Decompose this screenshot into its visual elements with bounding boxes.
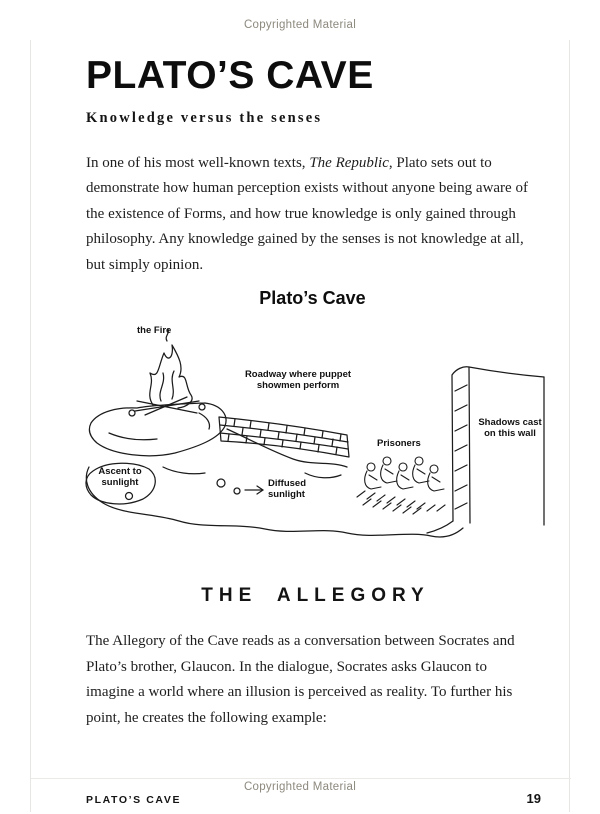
diffused-label: Diffused sunlight	[268, 478, 306, 501]
intro-book-title: The Republic	[309, 154, 389, 171]
prisoners-label: Prisoners	[377, 438, 421, 450]
rock-ledge	[88, 402, 227, 457]
copyright-notice-top: Copyrighted Material	[243, 19, 357, 31]
diffused-arrow-icon	[244, 485, 264, 496]
prisoners-figures	[356, 456, 446, 515]
right-wall	[426, 366, 545, 535]
shadows-label: Shadows cast on this wall	[478, 417, 542, 440]
intro-text-2: , Plato sets out to demonstrate how huma…	[86, 154, 528, 273]
book-page: PLATO’S CAVE Knowledge versus the senses…	[30, 40, 571, 812]
intro-text-1: In one of his most well-known texts,	[86, 154, 310, 171]
roadway-wall	[218, 416, 350, 459]
cave-floor	[85, 428, 464, 539]
running-title: PLATO’S CAVE	[86, 794, 182, 806]
allegory-paragraph: The Allegory of the Cave reads as a conv…	[86, 633, 515, 726]
page-footer: PLATO’S CAVE 19	[86, 791, 541, 806]
copyright-notice-bottom: Copyrighted Material	[243, 781, 357, 793]
ascent-label: Ascent to sunlight	[98, 466, 142, 489]
section-heading-allegory: THE ALLEGORY	[201, 585, 430, 607]
intro-paragraph: In one of his most well-known texts, The…	[86, 151, 539, 279]
cave-figure: the Fire Roadway where puppet showmen pe…	[79, 321, 546, 561]
page-content: PLATO’S CAVE Knowledge versus the senses…	[31, 54, 569, 731]
figure-title: Plato’s Cave	[259, 288, 366, 309]
footer-rule	[31, 778, 571, 779]
ascent-outline	[85, 463, 156, 505]
cave-illustration	[85, 328, 545, 539]
fire-label: the Fire	[137, 325, 172, 337]
chapter-title: PLATO’S CAVE	[86, 54, 374, 97]
fire-icon	[128, 328, 206, 418]
page-number: 19	[526, 791, 541, 806]
chapter-subtitle: Knowledge versus the senses	[86, 109, 323, 126]
roadway-label: Roadway where puppet showmen perform	[244, 369, 352, 392]
